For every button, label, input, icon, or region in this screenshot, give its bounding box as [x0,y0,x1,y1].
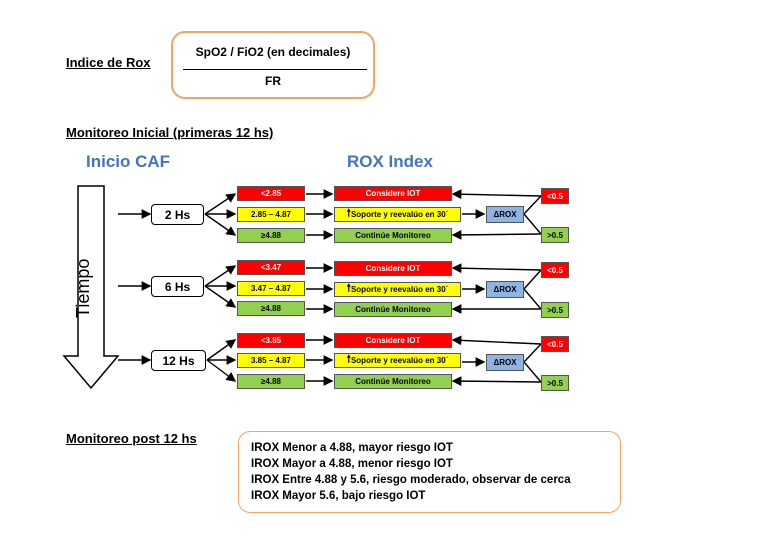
delta-low-12hs: <0.5 [541,336,569,352]
action-support-2hs: 🠕Soporte y reevalúo en 30´ [334,207,461,222]
delta-high-2hs: >0.5 [541,227,569,243]
delta-rox-12hs: ΔROX [486,354,524,371]
action-support-12hs: 🠕Soporte y reevalúo en 30´ [334,353,461,368]
delta-low-6hs: <0.5 [541,262,569,278]
action-consider-iot-6hs: Considere IOT [334,261,452,276]
rox-mid-2hs: 2.85 – 4.87 [237,207,305,222]
delta-rox-6hs: ΔROX [486,281,524,298]
rox-high-2hs: ≥4.88 [237,228,305,243]
rox-index-title: ROX Index [347,152,433,171]
action-continue-12hs: Continúe Monitoreo [334,374,452,389]
up-arrow-icon: 🠕 [346,208,351,219]
up-arrow-icon: 🠕 [346,283,351,294]
rox-low-6hs: <3.47 [237,260,305,275]
action-consider-iot-2hs: Considere IOT [334,186,452,201]
rox-low-12hs: <3.85 [237,333,305,348]
time-down-arrow [62,185,120,390]
time-box-6hs: 6 Hs [151,276,204,297]
post-line: IROX Mayor a 4.88, menor riesgo IOT [251,458,453,470]
up-arrow-icon: 🠕 [346,354,351,365]
delta-rox-2hs: ΔROX [486,206,524,223]
rox-low-2hs: <2.85 [237,186,305,201]
action-continue-2hs: Continúe Monitoreo [334,228,452,243]
formula-box: SpO2 / FiO2 (en decimales) FR [171,31,375,99]
rox-mid-6hs: 3.47 – 4.87 [237,281,305,296]
rox-index-label: Indice de Rox [66,55,151,70]
rox-mid-12hs: 3.85 – 4.87 [237,353,305,368]
post-line: IROX Menor a 4.88, mayor riesgo IOT [251,442,453,454]
fraction-line [183,69,367,70]
action-support-6hs: 🠕Soporte y reevalúo en 30´ [334,282,461,297]
post-line: IROX Mayor 5.6, bajo riesgo IOT [251,490,426,502]
delta-low-2hs: <0.5 [541,188,569,204]
rox-high-12hs: ≥4.88 [237,374,305,389]
inicio-caf-title: Inicio CAF [86,152,171,171]
post-monitoring-box: IROX Menor a 4.88, mayor riesgo IOT IROX… [238,431,621,513]
formula-numerator: SpO2 / FiO2 (en decimales) [195,45,351,59]
action-continue-6hs: Continúe Monitoreo [334,302,452,317]
time-box-2hs: 2 Hs [151,204,204,225]
post-monitoring-title: Monitoreo post 12 hs [66,431,197,446]
delta-high-12hs: >0.5 [541,375,569,391]
post-line: IROX Entre 4.88 y 5.6, riesgo moderado, … [251,474,571,486]
action-consider-iot-12hs: Considere IOT [334,333,452,348]
formula-denominator: FR [265,74,281,88]
rox-high-6hs: ≥4.88 [237,301,305,316]
delta-high-6hs: >0.5 [541,302,569,318]
initial-monitoring-title: Monitoreo Inicial (primeras 12 hs) [66,125,274,140]
time-box-12hs: 12 Hs [151,350,206,371]
